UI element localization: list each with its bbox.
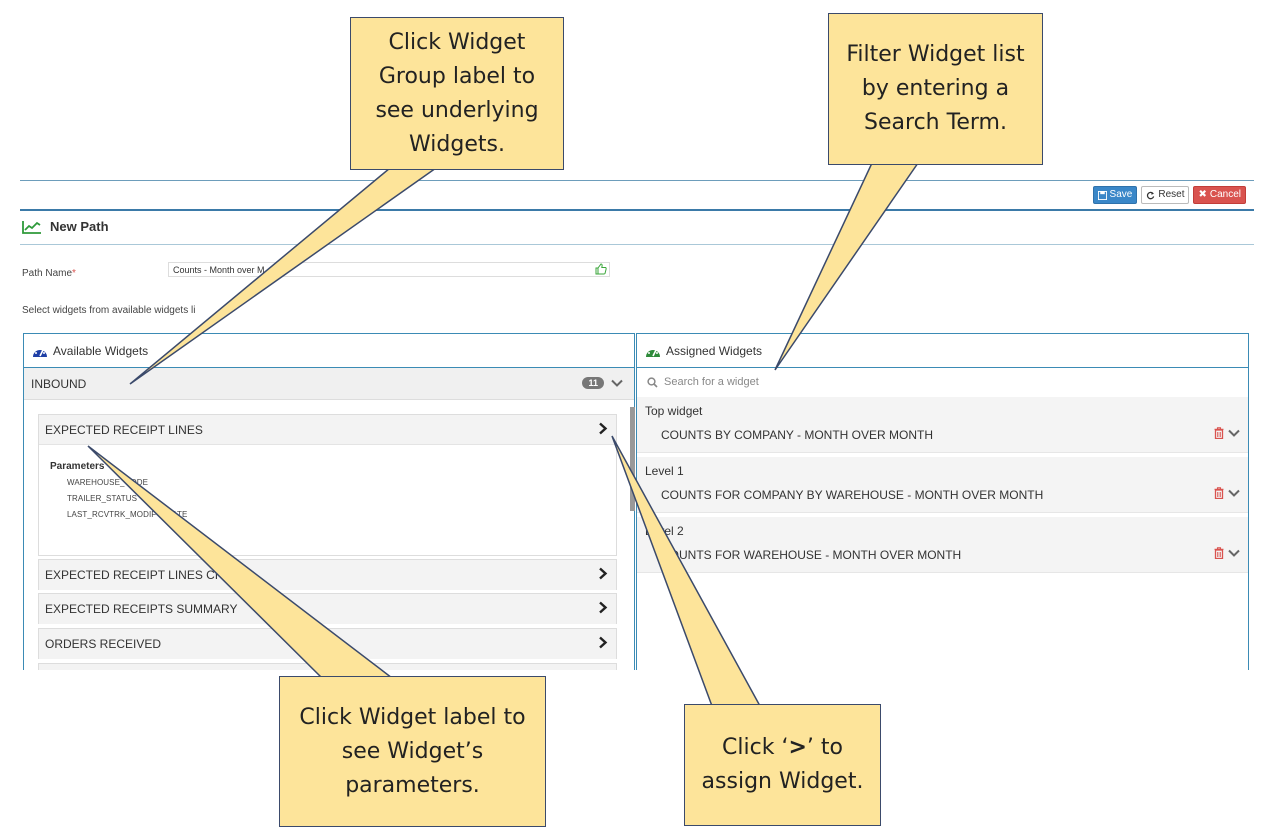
title-divider <box>20 209 1254 211</box>
search-input[interactable]: Search for a widget <box>664 376 759 388</box>
callout-text: Click Widget Group label to see underlyi… <box>375 29 539 157</box>
widget-group-label: INBOUND <box>31 376 87 391</box>
widget-label[interactable]: EXPECTED RECEIPT LINES <box>45 422 203 437</box>
widget-item: EXPECTED RECEIPTS SUMMARY <box>38 593 617 624</box>
save-button[interactable]: Save <box>1092 186 1138 204</box>
chevron-right-icon[interactable] <box>598 422 608 435</box>
callout-group-label: Click Widget Group label to see underlyi… <box>350 17 564 170</box>
trash-icon[interactable] <box>1214 487 1224 499</box>
toolbar: Save Reset ✖ Cancel <box>1092 186 1246 204</box>
thumbs-up-icon <box>595 263 607 275</box>
widget-header[interactable]: EXPECTED RECEIPT LINES <box>39 415 616 445</box>
callout-text-bold: > <box>788 735 807 760</box>
trash-icon[interactable] <box>1214 547 1224 559</box>
callout-pointer-assign <box>611 435 762 707</box>
widget-header[interactable]: EXPECTED RECEIPTS SUMMARY <box>39 594 616 624</box>
available-widgets-title: Available Widgets <box>53 343 149 358</box>
page-title: New Path <box>50 219 109 234</box>
path-name-label: Path Name* <box>22 268 76 279</box>
chevron-right-icon[interactable] <box>598 601 608 614</box>
parameters-heading: Parameters <box>50 461 105 472</box>
reset-button[interactable]: Reset <box>1141 186 1190 204</box>
callout-text: Filter Widget list by entering a Search … <box>846 42 1025 135</box>
widget-count-badge: 11 <box>582 377 604 389</box>
callout-pointer-group <box>129 167 439 385</box>
assigned-widget-name: COUNTS FOR COMPANY BY WAREHOUSE - MONTH … <box>661 488 1044 502</box>
callout-text-post: ’ to assign Widget. <box>701 735 864 794</box>
instruction-text: Select widgets from available widgets li <box>22 305 196 316</box>
chevron-right-icon[interactable] <box>598 636 608 649</box>
callout-search: Filter Widget list by entering a Search … <box>828 13 1043 165</box>
callout-widget-label: Click Widget label to see Widget’s param… <box>279 676 546 827</box>
level-label: Level 1 <box>645 464 684 478</box>
path-name-value: Counts - Month over M <box>173 265 265 275</box>
chevron-down-icon[interactable] <box>1228 549 1240 558</box>
dashboard-icon <box>33 347 47 357</box>
callout-text: Click Widget label to see Widget’s param… <box>299 704 526 798</box>
widget-item: EXPECTED RECEIPT LINES CHART <box>38 559 617 590</box>
assigned-widget-name: COUNTS BY COMPANY - MONTH OVER MONTH <box>661 428 934 442</box>
parameter-item: WAREHOUSE_CODE <box>67 478 149 487</box>
close-icon: ✖ <box>1198 189 1207 200</box>
page-header: New Path <box>22 219 109 234</box>
widget-search[interactable]: Search for a widget <box>637 368 1248 396</box>
chevron-down-icon[interactable] <box>611 379 623 388</box>
assigned-widgets-panel: Assigned Widgets Search for a widget Top… <box>636 333 1249 670</box>
widget-label[interactable]: ORDERS RECEIVED <box>45 637 162 651</box>
assigned-level-item: Top widget COUNTS BY COMPANY - MONTH OVE… <box>637 397 1248 453</box>
callout-text-pre: Click ‘ <box>722 735 789 760</box>
available-widgets-panel: Available Widgets INBOUND 11 EXPECTED RE… <box>23 333 635 670</box>
callout-text: Click ‘>’ to assign Widget. <box>685 731 880 799</box>
callout-assign: Click ‘>’ to assign Widget. <box>684 704 881 826</box>
level-actions <box>1214 547 1240 559</box>
widget-header[interactable]: EXPECTED RECEIPT LINES CHART <box>39 560 616 590</box>
widget-label[interactable]: EXPECTED RECEIPTS SUMMARY <box>45 602 238 616</box>
header-divider <box>20 244 1254 245</box>
refresh-icon <box>1147 191 1155 199</box>
level-label: Top widget <box>645 404 703 418</box>
assigned-widgets-header: Assigned Widgets <box>637 334 1248 368</box>
path-name-label-text: Path Name <box>22 268 73 279</box>
parameter-item: LAST_RCVTRK_MODIFY_DATE <box>67 510 188 519</box>
dashboard-icon <box>646 347 660 357</box>
floppy-icon <box>1097 190 1107 200</box>
trash-icon[interactable] <box>1214 427 1224 439</box>
top-divider <box>20 180 1254 181</box>
callout-pointer-widget <box>87 445 395 679</box>
required-mark: * <box>72 268 76 279</box>
app-screenshot: Save Reset ✖ Cancel New Path Path Name* … <box>20 180 1254 670</box>
widget-group-inbound[interactable]: INBOUND 11 <box>24 368 634 400</box>
level-actions <box>1214 427 1240 439</box>
assigned-level-item: Level 2 COUNTS FOR WAREHOUSE - MONTH OVE… <box>637 517 1248 573</box>
callout-pointer-search <box>774 162 920 371</box>
chevron-right-icon[interactable] <box>598 567 608 580</box>
assigned-level-item: Level 1 COUNTS FOR COMPANY BY WAREHOUSE … <box>637 457 1248 513</box>
widget-parameters: Parameters WAREHOUSE_CODE TRAILER_STATUS… <box>39 445 616 519</box>
save-label: Save <box>1109 189 1133 200</box>
reset-label: Reset <box>1158 189 1185 200</box>
cancel-label: Cancel <box>1209 189 1241 200</box>
scrollbar[interactable] <box>630 407 635 511</box>
chevron-down-icon[interactable] <box>1228 489 1240 498</box>
search-icon <box>647 376 658 388</box>
parameter-item: TRAILER_STATUS <box>67 494 138 503</box>
cancel-button[interactable]: ✖ Cancel <box>1193 186 1246 204</box>
chevron-down-icon[interactable] <box>1228 429 1240 438</box>
line-chart-icon <box>22 220 41 234</box>
level-actions <box>1214 487 1240 499</box>
available-widgets-header: Available Widgets <box>24 334 634 368</box>
assigned-widgets-title: Assigned Widgets <box>666 343 763 358</box>
assigned-widget-name: COUNTS FOR WAREHOUSE - MONTH OVER MONTH <box>661 548 962 562</box>
widget-label[interactable]: EXPECTED RECEIPT LINES CHART <box>45 568 248 582</box>
